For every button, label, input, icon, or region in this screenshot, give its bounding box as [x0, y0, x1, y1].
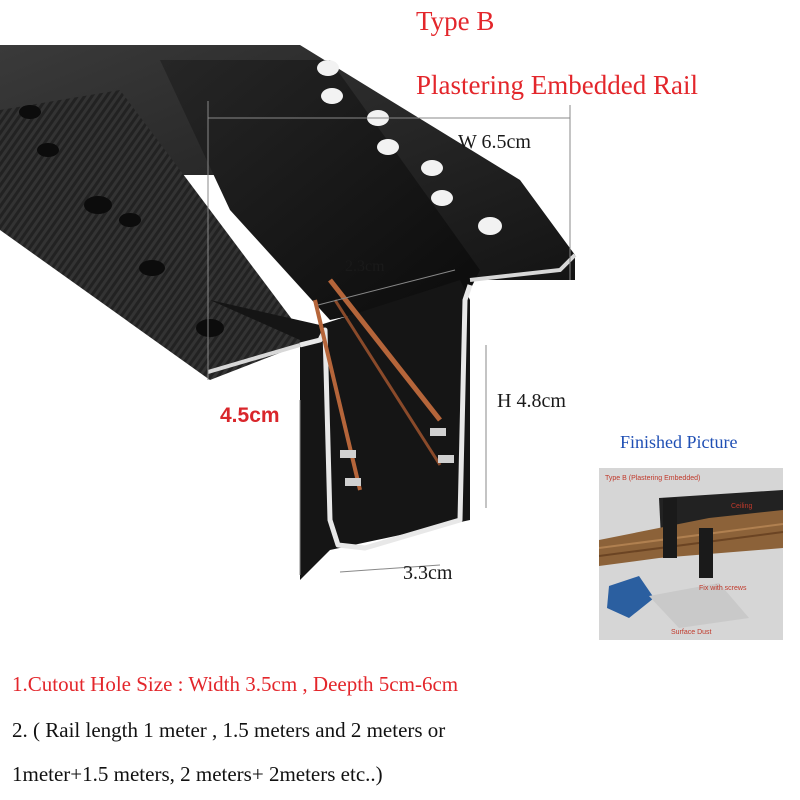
copper-strip-1 [328, 278, 442, 422]
copper-strip-2 [313, 299, 362, 491]
finished-picture-title: Finished Picture [620, 432, 738, 452]
inset-ceiling-label: Ceiling [731, 503, 753, 510]
mounting-holes-right [317, 60, 502, 235]
product-name: Plastering Embedded Rail [416, 70, 698, 100]
width-dimension: W 6.5cm [458, 131, 531, 153]
inset-fix-label: Fix with screws [699, 585, 747, 592]
bottom-dimension: 3.3cm [403, 562, 453, 584]
rail-body [210, 280, 470, 580]
depth-dimension: 4.5cm [220, 404, 280, 427]
finished-picture: Type B (Plastering Embedded) Ceiling Fix… [599, 468, 783, 640]
height-dimension: H 4.8cm [497, 390, 566, 412]
copper-strip-3 [333, 299, 442, 466]
note-cutout-size: 1.Cutout Hole Size : Width 3.5cm , Deept… [12, 672, 459, 696]
type-label: Type B [416, 6, 495, 36]
inset-caption: Type B (Plastering Embedded) [605, 475, 700, 482]
dimension-lines [207, 101, 571, 575]
left-flange [0, 90, 300, 380]
inset-surface-label: Surface Dust [671, 629, 712, 636]
channel-top [160, 60, 480, 320]
mounting-holes-left [19, 105, 224, 337]
note-rail-length: 2. ( Rail length 1 meter , 1.5 meters an… [12, 718, 446, 742]
note-rail-combinations: 1meter+1.5 meters, 2 meters+ 2meters etc… [12, 762, 383, 786]
inner-top-dimension: 2.3cm [345, 258, 385, 275]
